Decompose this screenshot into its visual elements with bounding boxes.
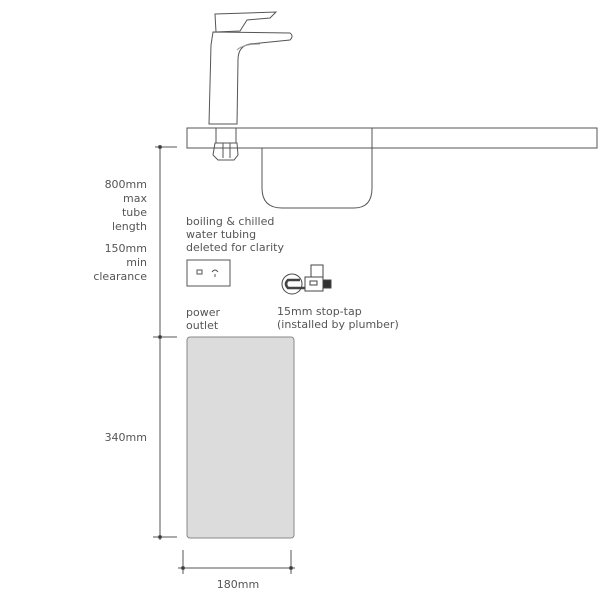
unit-height-label: 340mm (105, 431, 147, 444)
unit-width-label: 180mm (217, 578, 259, 591)
tube-length-line: length (112, 220, 147, 233)
stop-tap-label-line: (installed by plumber) (277, 318, 399, 331)
tap-icon (208, 11, 293, 161)
tube-length-value: 800mm (105, 178, 147, 191)
sink-bowl (261, 128, 373, 209)
clearance-line: clearance (93, 270, 147, 283)
power-outlet-icon (186, 259, 231, 287)
stop-tap-icon (281, 264, 332, 295)
width-dimension (178, 550, 295, 574)
power-outlet-label-line: outlet (186, 319, 219, 332)
under-sink-unit (186, 336, 295, 539)
clearance-line: min (126, 256, 147, 269)
clearance-value: 150mm (105, 242, 147, 255)
height-dimension (153, 145, 177, 540)
power-outlet-label-line: power (186, 306, 220, 319)
benchtop (186, 127, 598, 149)
tube-length-line: tube (122, 206, 147, 219)
tubing-note-line: boiling & chilled (186, 215, 274, 228)
clearance-label: 150mm min clearance (93, 242, 147, 283)
tube-length-label: 800mm max tube length (105, 178, 148, 233)
tubing-note-line: water tubing (186, 228, 256, 241)
stop-tap-label-line: 15mm stop-tap (277, 305, 362, 318)
tubing-note-line: deleted for clarity (186, 241, 284, 254)
tube-length-line: max (123, 192, 147, 205)
